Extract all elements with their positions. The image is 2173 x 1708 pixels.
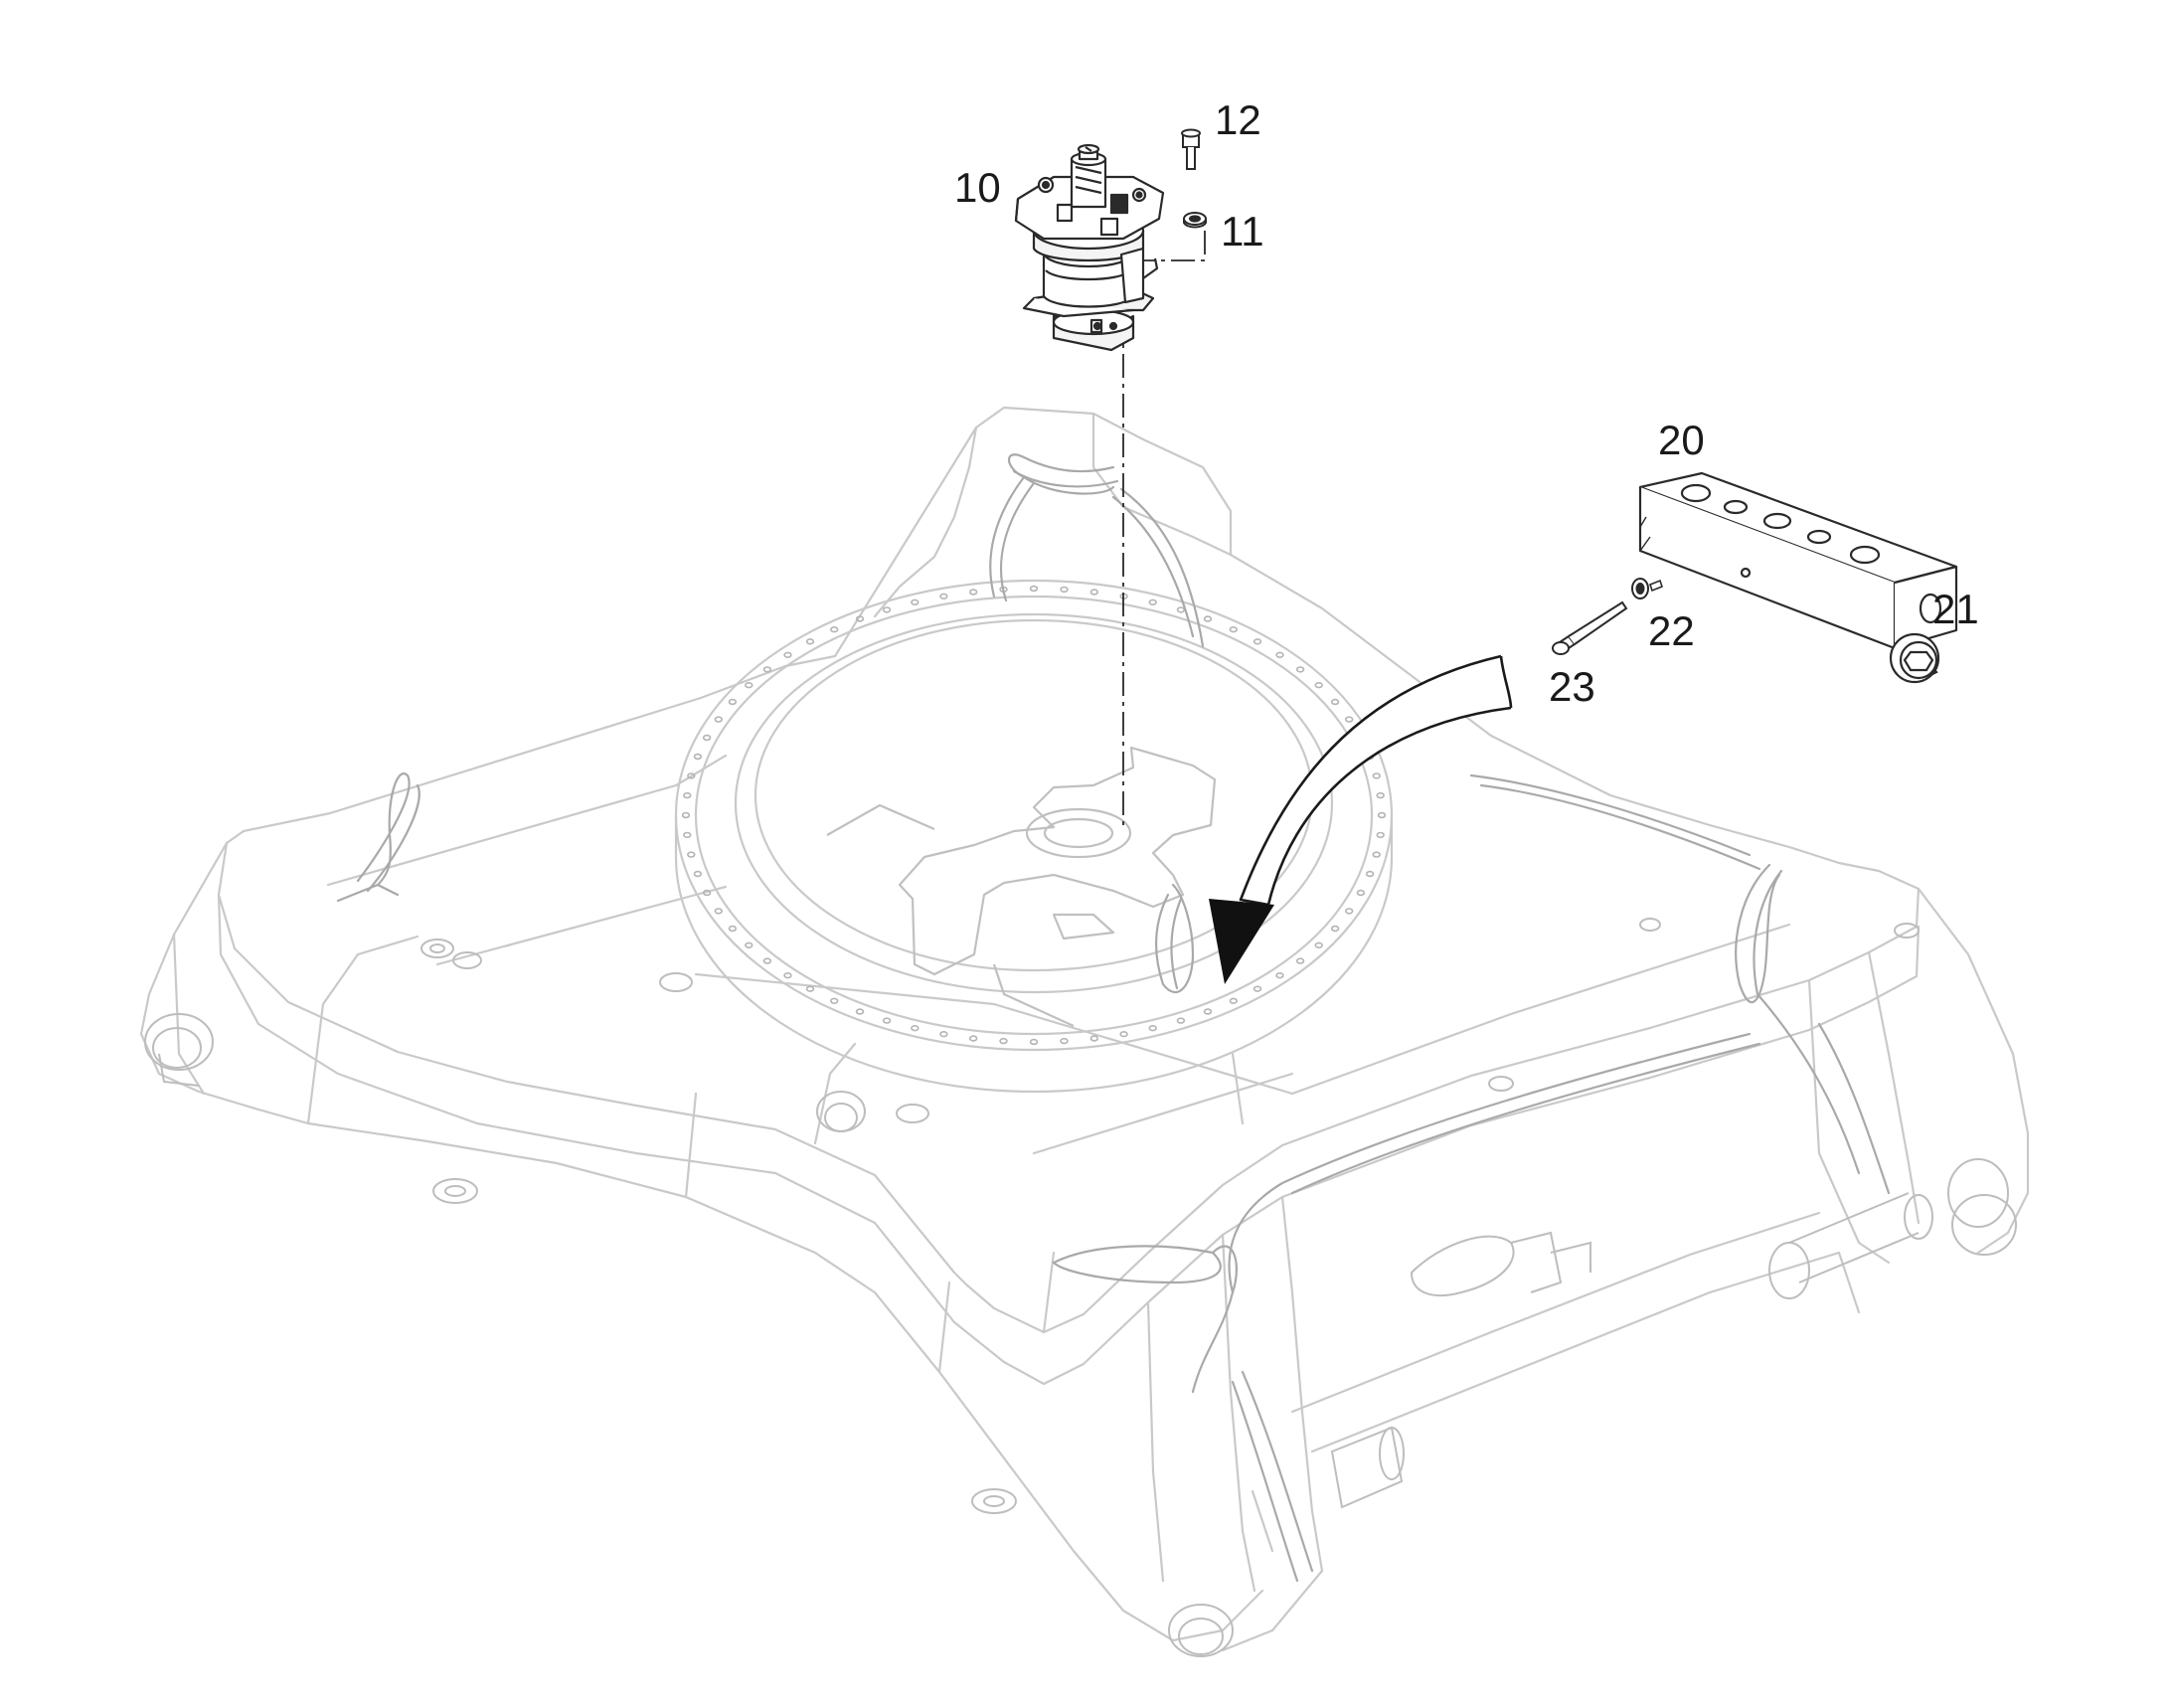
callout-23: 23 [1549, 663, 1595, 710]
bolt-hole [1148, 598, 1157, 605]
bolt-hole [783, 971, 792, 979]
bolt-hole [1372, 851, 1381, 858]
bolt-hole [1295, 666, 1305, 673]
part-22-pin [1649, 579, 1663, 593]
callout-20: 20 [1658, 417, 1705, 463]
bolt-hole [999, 1037, 1008, 1045]
bolt-hole [855, 1008, 865, 1015]
bolt-hole [882, 1017, 892, 1024]
bolt-hole [714, 908, 723, 915]
bolt-hole [1295, 957, 1305, 964]
bolt-hole [1314, 681, 1323, 689]
bolt-hole [829, 997, 839, 1004]
bolt-hole [1203, 615, 1213, 622]
bolt-hole [745, 681, 753, 689]
slewing-ring [674, 579, 1394, 1094]
bolt-hole [728, 698, 738, 706]
bolt-hole [1029, 1038, 1039, 1046]
bolt-hole [882, 606, 892, 613]
bolt-hole [1377, 811, 1387, 819]
frame-right-arm [1917, 887, 2030, 1255]
bolt-hole [1372, 772, 1381, 779]
bolt-hole [683, 831, 692, 839]
hydraulic-hoses [336, 453, 1891, 1583]
bolt-hole [939, 1030, 948, 1038]
bolt-hole [687, 772, 696, 779]
bolt-hole [1356, 889, 1366, 897]
bolt-hole [693, 753, 703, 761]
bolt-hole [681, 811, 691, 819]
bolt-hole [1176, 606, 1186, 613]
arrow-head-icon [1209, 899, 1274, 984]
part-20-valve-block [1638, 471, 1958, 650]
frame-left-arm [139, 841, 1264, 1642]
bolt-hole [1330, 925, 1340, 933]
callout-12: 12 [1215, 96, 1261, 143]
bolt-hole [911, 598, 919, 605]
bolt-hole [805, 985, 815, 992]
bolt-hole [1229, 625, 1239, 633]
bolt-hole [693, 870, 703, 878]
bolt-hole [1376, 831, 1385, 839]
bolt-hole [855, 615, 865, 622]
part-21-plug [1889, 632, 1940, 684]
frame-rear-plate [873, 426, 978, 618]
bolt-hole [1253, 638, 1262, 645]
bolt-hole [687, 851, 696, 858]
callout-22: 22 [1648, 607, 1695, 654]
bolt-hole [1365, 870, 1375, 878]
bolt-hole [1176, 1017, 1186, 1024]
bolt-hole [1089, 1035, 1099, 1042]
bolt-hole [1330, 698, 1340, 706]
bolt-hole [939, 593, 948, 599]
part-23-long-bolt [1552, 600, 1628, 655]
bolt-hole [683, 791, 692, 799]
frame-left-arm-inner [172, 933, 206, 1096]
bolt-hole [1253, 985, 1262, 992]
bolt-hole [1314, 941, 1323, 948]
part-11-washer [1183, 212, 1207, 229]
bolt-hole [1148, 1024, 1157, 1032]
bolt-hole [1229, 997, 1239, 1004]
bolt-hole [702, 734, 712, 742]
bolt-hole [702, 889, 712, 897]
bolt-hole [728, 925, 738, 933]
bolt-hole [1060, 586, 1069, 594]
bolt-hole [1119, 1030, 1128, 1038]
centre-bracket [826, 746, 1217, 1028]
bolt-hole [1089, 589, 1099, 596]
part-10-rotary-joint [1014, 143, 1165, 352]
slewing-ring-bolt-holes [681, 585, 1387, 1046]
bolt-hole [762, 957, 772, 964]
bolt-hole [911, 1024, 919, 1032]
bolt-hole [1275, 971, 1284, 979]
frame-front-face [217, 893, 1921, 1386]
bolt-hole [1376, 791, 1385, 799]
detail-arrow [1209, 654, 1513, 984]
undercarriage-frame [139, 406, 2030, 1652]
bolt-hole [1344, 908, 1354, 915]
bolt-hole [968, 1035, 978, 1042]
callout-21: 21 [1932, 586, 1979, 632]
bolt-hole [1203, 1008, 1213, 1015]
frame-details [144, 918, 2017, 1657]
assembly-centerline [1122, 231, 1206, 827]
part-12-bolt [1181, 128, 1201, 170]
bolt-hole [1275, 651, 1284, 658]
bolt-hole [968, 589, 978, 596]
bolt-hole [1344, 716, 1354, 723]
bolt-hole [714, 716, 723, 723]
bolt-hole [783, 651, 792, 658]
callout-10: 10 [954, 164, 1001, 211]
bolt-hole [1029, 585, 1039, 593]
bolt-hole [805, 638, 815, 645]
bolt-hole [745, 941, 753, 948]
callout-11: 11 [1221, 208, 1264, 255]
bolt-hole [1060, 1037, 1069, 1045]
bolt-hole [762, 666, 772, 673]
bolt-hole [829, 625, 839, 633]
part-22-washer [1631, 578, 1649, 599]
